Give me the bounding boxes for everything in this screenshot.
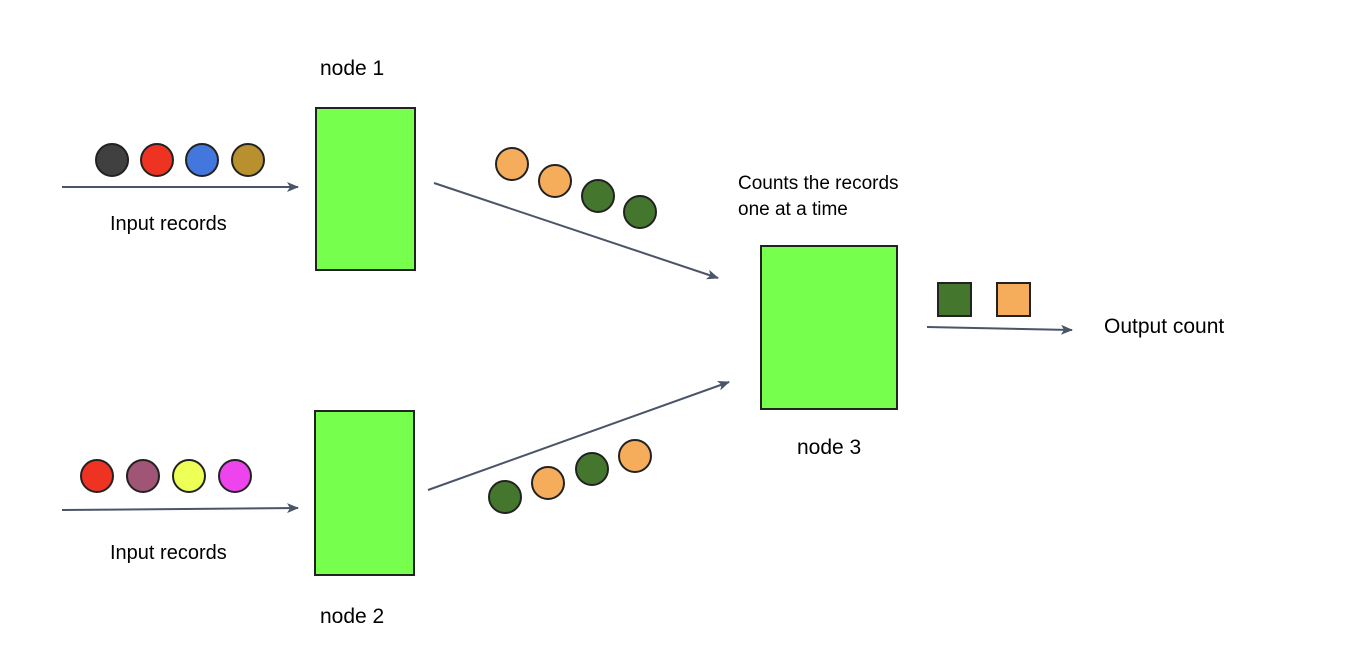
output-count-label: Output count <box>1104 315 1225 338</box>
node-3-box <box>760 245 898 410</box>
record-circle <box>495 147 529 181</box>
record-circle <box>618 439 652 473</box>
node-3-note-line1: Counts the records <box>738 173 899 194</box>
node-1-box <box>315 107 416 271</box>
node2-to-node3-records <box>488 439 652 514</box>
record-circle <box>185 143 219 177</box>
node-2-box <box>314 410 415 576</box>
node-3-label: node 3 <box>797 436 862 459</box>
record-circle <box>623 195 657 229</box>
count-square <box>996 282 1031 317</box>
node1-to-node3-arrow <box>433 182 719 280</box>
record-circle <box>488 480 522 514</box>
output-counts <box>937 282 1031 317</box>
input-bottom-records <box>80 459 252 493</box>
record-circle <box>80 459 114 493</box>
record-circle <box>172 459 206 493</box>
node2-to-node3-arrow <box>427 381 730 491</box>
record-circle <box>218 459 252 493</box>
record-circle <box>581 179 615 213</box>
record-circle <box>538 164 572 198</box>
node-2-label: node 2 <box>320 605 385 628</box>
output-arrow <box>926 324 1073 335</box>
input-bottom-label: Input records <box>110 542 227 564</box>
input-top-label: Input records <box>110 213 227 235</box>
node-3-note: Counts the records one at a time <box>738 171 899 223</box>
record-circle <box>231 143 265 177</box>
node1-to-node3-records <box>495 147 657 229</box>
record-circle <box>531 466 565 500</box>
node-1-label: node 1 <box>320 57 385 80</box>
count-square <box>937 282 972 317</box>
node-3-note-line2: one at a time <box>738 199 848 220</box>
record-circle <box>575 452 609 486</box>
record-circle <box>126 459 160 493</box>
record-circle <box>140 143 174 177</box>
input-bottom-arrow <box>61 503 299 514</box>
input-top-records <box>95 143 265 177</box>
record-circle <box>95 143 129 177</box>
